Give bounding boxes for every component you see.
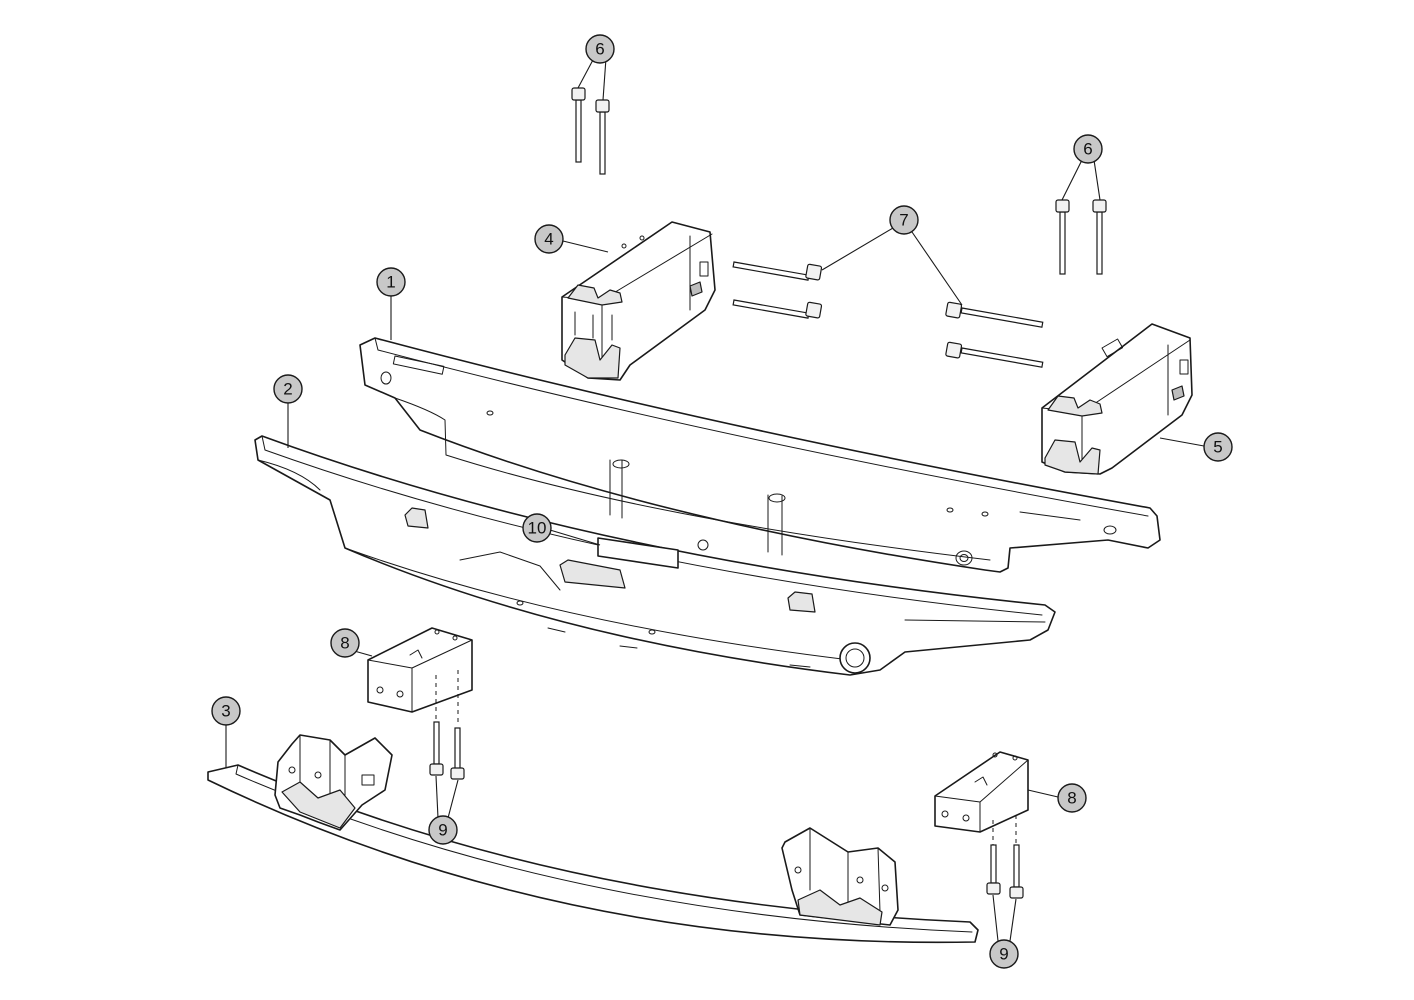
part-6-bolts-right [1055, 199, 1107, 275]
part-9-bolts-right [986, 844, 1024, 899]
part-10-label [597, 537, 679, 569]
callout-3: 3 [211, 696, 241, 726]
callout-7: 7 [889, 205, 919, 235]
part-3-lower-stiffener [207, 734, 979, 944]
part-7-bolts-left [732, 261, 823, 319]
part-9-bolts-left [429, 721, 465, 780]
part-8-mount-left [367, 627, 473, 722]
callout-6-left: 6 [585, 34, 615, 64]
leader-lines [225, 57, 1205, 942]
callout-3-label: 3 [221, 702, 230, 721]
callout-5: 5 [1203, 432, 1233, 462]
part-1-upper-beam [359, 337, 1161, 573]
callout-6-right: 6 [1073, 134, 1103, 164]
callout-8-left-label: 8 [340, 634, 349, 653]
callout-4-label: 4 [544, 230, 553, 249]
callout-6-left-label: 6 [595, 40, 604, 59]
callout-1-label: 1 [386, 273, 395, 292]
part-8-mount-right [934, 751, 1029, 845]
callout-10-label: 10 [528, 519, 547, 538]
callout-10: 10 [522, 513, 552, 543]
callout-8-left: 8 [330, 628, 360, 658]
callout-8-right: 8 [1057, 783, 1087, 813]
part-6-bolts-left [571, 87, 610, 175]
callout-8-right-label: 8 [1067, 789, 1076, 808]
callout-2-label: 2 [283, 380, 292, 399]
callout-9-left: 9 [428, 815, 458, 845]
callout-2: 2 [273, 374, 303, 404]
callout-5-label: 5 [1213, 438, 1222, 457]
callout-4: 4 [534, 224, 564, 254]
part-5-crash-box-right [1041, 323, 1193, 475]
callout-7-label: 7 [899, 211, 908, 230]
part-7-bolts-right [945, 301, 1044, 368]
callout-1: 1 [376, 267, 406, 297]
callout-9-left-label: 9 [438, 821, 447, 840]
callout-9-right-label: 9 [999, 945, 1008, 964]
part-4-crash-box-left [561, 221, 716, 381]
callout-6-right-label: 6 [1083, 140, 1092, 159]
callout-9-right: 9 [989, 939, 1019, 969]
